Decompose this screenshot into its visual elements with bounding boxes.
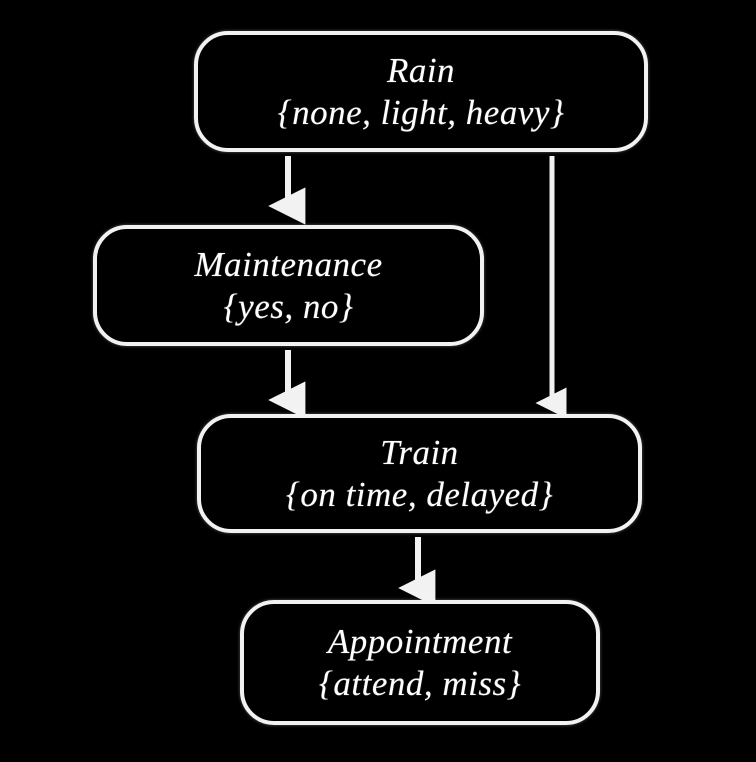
node-rain-label: Rain [386, 51, 456, 91]
node-maintenance-states: {yes, no} [223, 286, 354, 326]
node-train-label: Train [380, 433, 459, 473]
node-train-states: {on time, delayed} [285, 474, 554, 514]
node-appointment-states: {attend, miss} [318, 663, 522, 703]
node-rain[interactable]: Rain {none, light, heavy} [194, 31, 648, 152]
node-maintenance-label: Maintenance [194, 245, 383, 285]
node-rain-states: {none, light, heavy} [277, 92, 565, 132]
node-maintenance[interactable]: Maintenance {yes, no} [93, 225, 484, 346]
node-appointment[interactable]: Appointment {attend, miss} [240, 600, 600, 725]
node-appointment-label: Appointment [327, 622, 513, 662]
node-train[interactable]: Train {on time, delayed} [197, 414, 642, 533]
